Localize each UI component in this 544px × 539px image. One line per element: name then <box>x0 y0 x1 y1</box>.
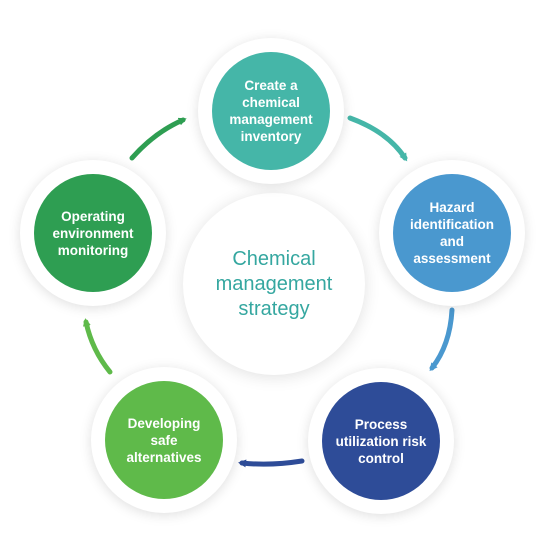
arrow-monitoring-to-inventory <box>129 117 187 161</box>
arrow-inventory-to-hazard <box>347 115 408 162</box>
step-node-monitoring: Operating environment monitoring <box>34 174 152 292</box>
step-label-inventory: Create a chemical management inventory <box>229 78 313 144</box>
step-node-inventory: Create a chemical management inventory <box>212 52 330 170</box>
center-circle: Chemical management strategy <box>183 193 365 375</box>
step-node-hazard: Hazard identification and assessment <box>393 174 511 292</box>
arrow-hazard-to-risk-control <box>429 307 455 372</box>
step-node-risk-control: Process utilization risk control <box>322 382 440 500</box>
step-label-hazard: Hazard identification and assessment <box>410 200 494 266</box>
arrow-alternatives-to-monitoring <box>82 318 113 375</box>
center-title: Chemical management strategy <box>215 247 333 320</box>
step-label-alternatives: Developing safe alternatives <box>126 415 202 465</box>
step-label-monitoring: Operating environment monitoring <box>52 208 134 258</box>
step-label-risk-control: Process utilization risk control <box>335 416 427 466</box>
arrow-risk-control-to-alternatives <box>238 458 305 468</box>
step-node-alternatives: Developing safe alternatives <box>105 381 223 499</box>
